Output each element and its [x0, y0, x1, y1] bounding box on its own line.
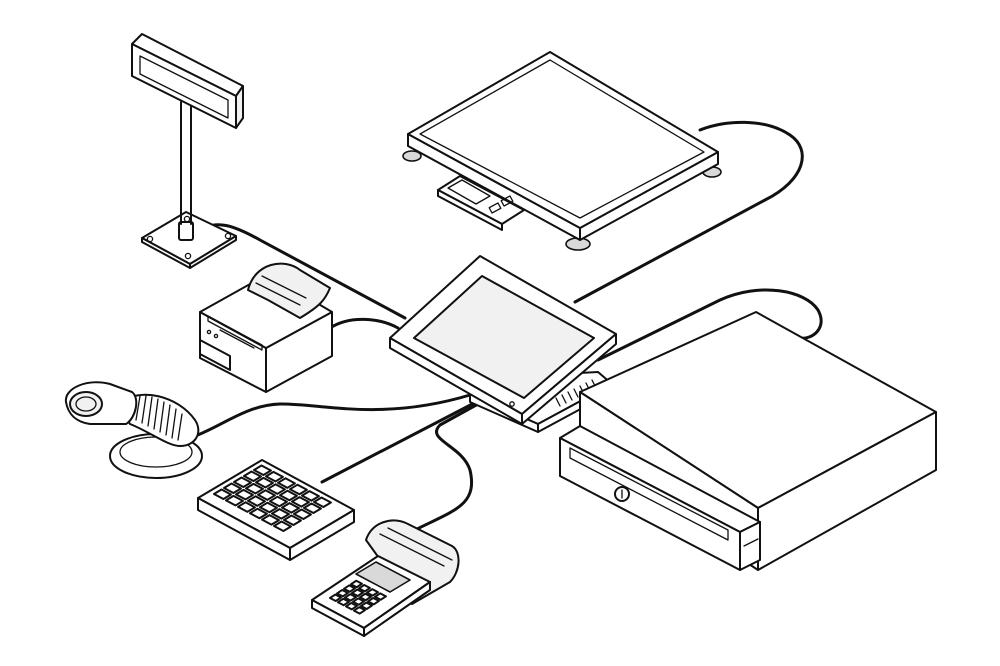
key — [344, 593, 357, 602]
cable-cash-drawer — [596, 288, 823, 362]
key — [359, 592, 372, 602]
cables — [188, 120, 823, 532]
key — [351, 588, 364, 597]
key — [350, 579, 363, 589]
key — [237, 501, 256, 513]
keypad-keys — [213, 464, 332, 533]
key — [301, 490, 320, 502]
cable-weighing-scale — [573, 120, 804, 304]
cable-payment-terminal — [413, 402, 480, 532]
key — [223, 482, 242, 495]
cable-barcode-scanner — [188, 393, 472, 440]
card-payment-terminal-icon — [311, 519, 460, 637]
key — [291, 496, 310, 508]
cable-receipt-printer — [328, 317, 400, 330]
key — [255, 476, 274, 489]
key — [259, 501, 278, 514]
terminal-keys — [329, 579, 387, 615]
key — [353, 606, 366, 615]
key — [289, 483, 308, 496]
key — [245, 482, 264, 495]
key — [367, 596, 380, 606]
key — [277, 477, 296, 489]
key — [345, 601, 358, 611]
key — [352, 597, 365, 606]
key — [235, 488, 254, 501]
handheld-barcode-scanner-icon — [64, 381, 203, 479]
key — [313, 496, 332, 509]
key — [374, 592, 387, 601]
key — [358, 583, 371, 593]
cable-keypad — [320, 398, 482, 484]
key — [283, 514, 302, 527]
key — [271, 508, 290, 520]
key — [233, 476, 252, 489]
key — [337, 597, 350, 607]
key — [269, 495, 288, 508]
key — [293, 508, 312, 521]
key — [329, 593, 342, 602]
key — [281, 502, 300, 514]
weighing-scale-icon — [402, 51, 722, 251]
key — [360, 601, 373, 610]
programmable-keypad-icon — [197, 459, 355, 561]
key — [225, 494, 244, 507]
key — [366, 588, 379, 597]
key — [279, 489, 298, 502]
key — [249, 507, 268, 520]
cash-drawer-icon — [559, 311, 937, 571]
key — [343, 584, 356, 593]
customer-pole-display-icon — [131, 33, 244, 269]
key — [243, 470, 262, 483]
key — [336, 588, 349, 598]
key — [257, 489, 276, 501]
key — [247, 495, 266, 507]
key — [267, 483, 286, 495]
key — [265, 470, 284, 483]
key — [303, 502, 322, 515]
key — [253, 464, 272, 477]
key — [213, 488, 232, 501]
key — [261, 514, 280, 526]
receipt-printer-icon — [199, 262, 333, 393]
key — [273, 520, 292, 533]
